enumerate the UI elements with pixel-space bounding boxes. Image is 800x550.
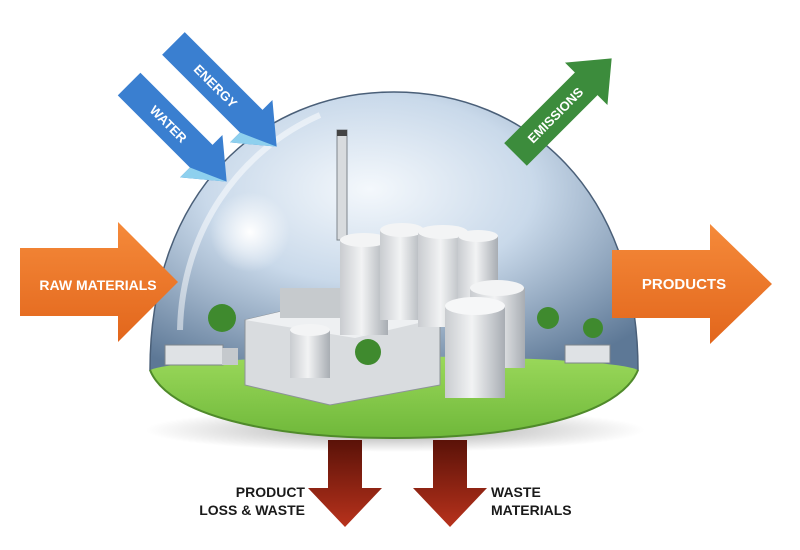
- product-loss-arrow-shape: [308, 440, 382, 527]
- raw-materials-label: RAW MATERIALS: [39, 277, 156, 293]
- water-arrow-shape: [117, 72, 227, 182]
- silo: [380, 230, 425, 320]
- silo-top: [380, 223, 424, 237]
- tree: [355, 339, 381, 365]
- storage-tank-top: [470, 280, 524, 296]
- energy-arrow: ENERGY: [162, 32, 277, 147]
- sun-glare: [210, 192, 290, 272]
- chimney-top: [337, 130, 347, 136]
- emissions-arrow-shape: [504, 58, 612, 166]
- products-label: PRODUCTS: [642, 276, 726, 293]
- chimney: [336, 129, 348, 241]
- products-arrow-shape: [612, 224, 772, 344]
- tree: [583, 318, 603, 338]
- silo-top: [418, 225, 468, 239]
- water-arrow-highlight: [180, 167, 227, 182]
- product-loss-arrow: PRODUCT LOSS & WASTE: [199, 440, 382, 527]
- base-rim: [149, 369, 639, 440]
- truck-left: [164, 344, 224, 366]
- energy-arrow-highlight: [230, 132, 277, 147]
- tree: [208, 304, 236, 332]
- storage-tank: [445, 306, 505, 398]
- silo-top: [458, 230, 498, 242]
- factory-annex: [280, 288, 340, 318]
- waste-materials-label-line2: MATERIALS: [491, 502, 572, 518]
- small-tank: [290, 330, 330, 378]
- energy-arrow-shape: [162, 32, 277, 147]
- raw-materials-arrow: RAW MATERIALS: [20, 222, 178, 342]
- truck-right: [564, 344, 611, 364]
- product-loss-label-line1: PRODUCT: [236, 484, 306, 500]
- water-arrow: WATER: [117, 72, 227, 182]
- product-loss-label-line2: LOSS & WASTE: [199, 502, 305, 518]
- waste-materials-label-line1: WASTE: [491, 484, 541, 500]
- products-arrow: PRODUCTS: [612, 224, 772, 344]
- truck-left-cab: [222, 348, 238, 365]
- factory: [164, 129, 611, 406]
- dome-highlight: [177, 112, 322, 331]
- tree: [537, 307, 559, 329]
- raw-materials-arrow-shape: [20, 222, 178, 342]
- silo-top: [340, 233, 388, 247]
- waste-materials-arrow-shape: [413, 440, 487, 527]
- small-tank-top: [290, 324, 330, 336]
- storage-tank-top: [445, 297, 505, 315]
- waste-materials-arrow: WASTE MATERIALS: [413, 440, 572, 527]
